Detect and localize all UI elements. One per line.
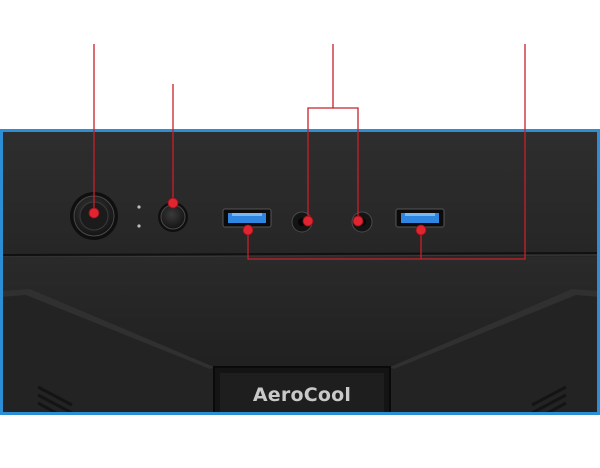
right-bevel — [390, 289, 597, 412]
case-panel-drawing — [3, 132, 597, 412]
led-indicator — [137, 224, 141, 228]
callout-line-usb — [247, 44, 526, 260]
callout-line-audio — [307, 44, 334, 218]
case-panel-frame: AeroCool — [0, 129, 600, 415]
reset-button-icon — [158, 202, 188, 232]
callout-dot — [167, 197, 179, 209]
callout-dot — [242, 224, 254, 236]
panel-seam — [3, 252, 597, 256]
callout-dot — [352, 215, 364, 227]
right-vent — [531, 385, 567, 412]
usb-port-icon — [395, 208, 445, 228]
callout-dot — [302, 215, 314, 227]
left-vent — [37, 385, 73, 412]
brand-logo-text: AeroCool — [252, 384, 352, 406]
left-bevel — [3, 289, 214, 412]
led-indicator — [137, 205, 141, 209]
callout-dot — [415, 224, 427, 236]
callout-dot — [88, 207, 100, 219]
